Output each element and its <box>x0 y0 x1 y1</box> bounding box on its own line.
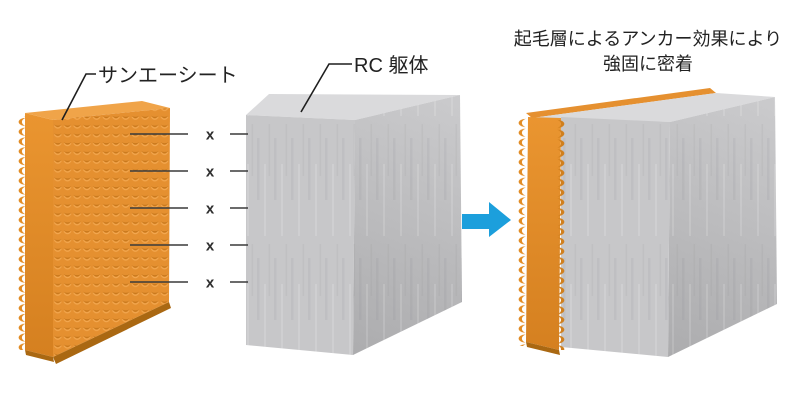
sheet-side-face <box>25 113 53 357</box>
connector-row: x <box>130 275 248 292</box>
bonded-sheet-side-face <box>526 117 561 350</box>
rc-leader-line <box>300 63 352 113</box>
bonded-anchor-hooks <box>556 119 571 350</box>
connector-row: x <box>130 127 248 144</box>
connector-row: x <box>130 201 248 218</box>
sheet-label-text: サンエーシート <box>98 65 238 87</box>
rc-block-figure <box>246 94 462 355</box>
connector-mark: x <box>206 127 215 144</box>
caption-line1: 起毛層によるアンカー効果により <box>514 29 782 49</box>
sheet-top-edge <box>25 101 170 120</box>
connector-mark: x <box>206 164 215 181</box>
arrow-right-icon <box>462 202 511 237</box>
sheet-leader-line <box>61 73 96 121</box>
bonded-top-face <box>532 93 775 122</box>
caption-line2: 強固に密着 <box>603 54 693 74</box>
rc-label: RC 躯体 <box>300 54 428 113</box>
sheet-bottom-edge <box>53 302 171 364</box>
rc-top-face <box>246 94 460 120</box>
bonded-outer-hooks <box>512 118 526 346</box>
sheet-front-face <box>53 108 170 357</box>
connector-mark: x <box>206 201 215 218</box>
caption: 起毛層によるアンカー効果により 強固に密着 <box>514 29 782 74</box>
sheet-back-hooks <box>12 116 26 350</box>
sheet-label: サンエーシート <box>61 65 238 121</box>
connector-mark: x <box>206 238 215 255</box>
connector-row: x <box>130 164 248 181</box>
connector-row: x <box>130 238 248 255</box>
connector-mark: x <box>206 275 215 292</box>
sanei-sheet-figure <box>12 101 171 364</box>
bonded-figure <box>512 88 777 357</box>
bonded-sheet-top-edge <box>526 88 716 118</box>
bonded-sheet-bottom-edge <box>526 342 560 355</box>
connector-rows: x x x x x <box>130 127 248 292</box>
rc-label-text: RC 躯体 <box>354 54 428 77</box>
sheet-bottom-edge-left <box>25 350 54 362</box>
